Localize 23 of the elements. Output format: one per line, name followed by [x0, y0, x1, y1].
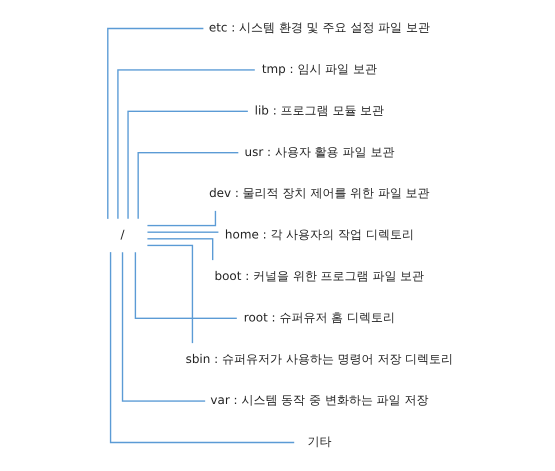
node-text: 기타 [306, 434, 331, 449]
node-text: var : 시스템 동작 중 변화하는 파일 저장 [210, 393, 428, 408]
connector [116, 69, 254, 219]
node-text: dev : 물리적 장치 제어를 위한 파일 보관 [208, 186, 430, 200]
node-text: usr : 사용자 활용 파일 보관 [244, 144, 394, 159]
connector [121, 252, 205, 402]
connector [146, 232, 218, 233]
node-text: boot : 커널을 위한 프로그램 파일 보관 [214, 269, 424, 284]
node-text: root : 슈퍼유저 홈 디렉토리 [243, 310, 394, 324]
connector [146, 238, 213, 260]
connector [136, 152, 238, 219]
connector [109, 252, 294, 444]
node-text: etc : 시스템 환경 및 주요 설정 파일 보관 [208, 20, 430, 35]
connector [134, 252, 236, 319]
node-text: / [120, 228, 124, 242]
node-text: sbin : 슈퍼유저가 사용하는 명령어 저장 디렉토리 [185, 352, 453, 366]
node-text: home : 각 사용자의 작업 디렉토리 [224, 228, 414, 242]
connector [106, 28, 203, 219]
node-text: tmp : 임시 파일 보관 [261, 62, 376, 76]
connector [146, 210, 216, 226]
node-text: lib : 프로그램 모듈 보관 [254, 103, 384, 118]
connector [126, 110, 248, 219]
connector [146, 244, 193, 344]
